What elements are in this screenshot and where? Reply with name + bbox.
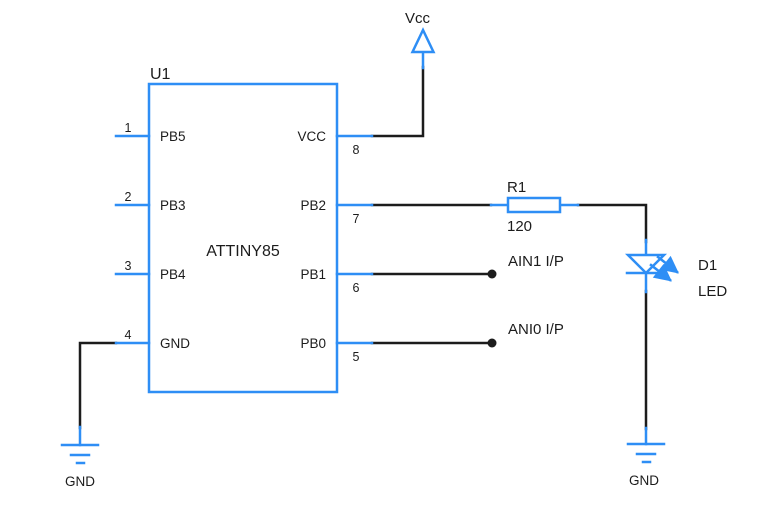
wire-r1-to-led — [576, 203, 648, 244]
led-d1: D1 LED — [624, 238, 727, 300]
pin-number-4: 4 — [125, 328, 132, 342]
terminal-dot-ani0 — [487, 338, 497, 348]
net-label-ain1: AIN1 I/P — [508, 253, 564, 270]
pin-label-gnd: GND — [160, 336, 190, 351]
pin-label-vcc: VCC — [297, 129, 326, 144]
pin-label-pb1: PB1 — [300, 267, 326, 282]
wire-vcc-net — [370, 65, 425, 138]
resistor-r1: R1 120 — [489, 179, 580, 235]
vcc-symbol: Vcc — [405, 10, 436, 70]
ic-part-label: ATTINY85 — [206, 243, 280, 260]
gnd-left-label: GND — [65, 474, 95, 489]
led-emission-arrows-icon — [649, 255, 679, 282]
ic-ref-label: U1 — [150, 66, 171, 83]
pin-label-pb5: PB5 — [160, 129, 186, 144]
led-type-label: LED — [698, 283, 727, 300]
gnd-symbol-right: GND — [626, 426, 666, 488]
pin-label-pb3: PB3 — [160, 198, 186, 213]
resistor-value-label: 120 — [507, 218, 532, 235]
terminal-dot-ain1 — [487, 269, 497, 279]
pin-label-pb4: PB4 — [160, 267, 186, 282]
vcc-arrow-icon — [410, 27, 436, 54]
gnd-symbol-left: GND — [60, 425, 100, 489]
wire-gnd-net — [78, 341, 118, 430]
led-emission-arrow-1 — [656, 255, 679, 274]
resistor-body — [506, 196, 562, 214]
vcc-label: Vcc — [405, 10, 431, 27]
pin-number-8: 8 — [353, 143, 360, 157]
ic-body — [147, 82, 339, 394]
gnd-right-label: GND — [629, 473, 659, 488]
resistor-ref-label: R1 — [507, 179, 526, 196]
pin-number-1: 1 — [125, 121, 132, 135]
pin-number-3: 3 — [125, 259, 132, 273]
pin-label-pb0: PB0 — [300, 336, 326, 351]
pin-number-2: 2 — [125, 190, 132, 204]
pin-number-7: 7 — [353, 212, 360, 226]
led-emission-arrow-2 — [649, 263, 672, 282]
led-ref-label: D1 — [698, 257, 717, 274]
pin-number-5: 5 — [353, 350, 360, 364]
net-label-ani0: ANI0 I/P — [508, 321, 564, 338]
pin-number-6: 6 — [353, 281, 360, 295]
pin-label-pb2: PB2 — [300, 198, 326, 213]
